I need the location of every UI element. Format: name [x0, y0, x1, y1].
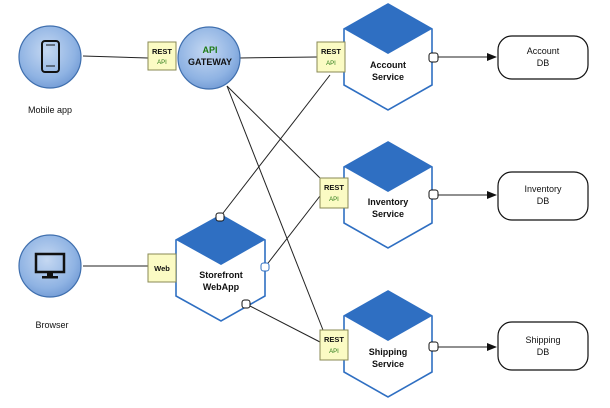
- shipping-service-label-line1: Shipping: [369, 347, 408, 357]
- smartphone-icon: [41, 40, 60, 73]
- storefront-port-bottom: [241, 299, 251, 309]
- connectors: [82, 53, 497, 351]
- shipping-service-label-line2: Service: [372, 359, 404, 369]
- account-db: Account DB: [497, 35, 589, 80]
- storefront-to-inventory-line: [264, 195, 321, 268]
- gateway-to-shipping-line: [226, 85, 324, 331]
- shipping-rest-adapter: [319, 329, 349, 361]
- shipping-service: Shipping Service REST API: [319, 290, 439, 398]
- account-rest-adapter: [316, 41, 346, 73]
- storefront-webapp: Storefront WebApp Web: [147, 212, 270, 322]
- shipping-rest-label: REST: [324, 335, 344, 344]
- gateway-api-label: API: [157, 60, 167, 66]
- account-service: Account Service REST API: [316, 3, 439, 111]
- account-service-label-line1: Account: [370, 60, 406, 70]
- account-api-label: API: [326, 61, 336, 67]
- api-gateway: API GATEWAY: [177, 26, 241, 90]
- inventory-service-label-line2: Service: [372, 209, 404, 219]
- mobile-app-client: Mobile app: [18, 25, 82, 115]
- inventory-db: Inventory DB: [497, 171, 589, 221]
- mobile-app-label: Mobile app: [28, 105, 72, 115]
- browser-label: Browser: [35, 320, 68, 330]
- account-service-label-line2: Service: [372, 72, 404, 82]
- gateway-rest-label: REST: [152, 47, 172, 56]
- storefront-port-right: [260, 262, 270, 272]
- gateway-rest-adapter: REST API: [147, 41, 177, 71]
- inventory-api-label: API: [329, 197, 339, 203]
- inventory-service-label-line1: Inventory: [368, 197, 409, 207]
- shipping-db-label-line1: Shipping: [525, 335, 560, 345]
- gateway-to-account-line: [238, 56, 318, 59]
- monitor-icon: [34, 252, 66, 279]
- storefront-web-label: Web: [154, 264, 170, 273]
- gateway-to-inventory-line: [226, 85, 323, 181]
- inventory-db-label-line2: DB: [537, 196, 550, 206]
- shipping-db-label-line2: DB: [537, 347, 550, 357]
- account-rest-label: REST: [321, 47, 341, 56]
- storefront-web-adapter: [147, 253, 177, 283]
- inventory-db-label-line1: Inventory: [524, 184, 562, 194]
- browser-client: Browser: [18, 234, 82, 330]
- mobile-to-gateway-line: [82, 55, 149, 59]
- gateway-label-line1: API: [202, 45, 217, 55]
- inventory-rest-adapter: [319, 177, 349, 209]
- account-db-label-line2: DB: [537, 58, 550, 68]
- storefront-label-line1: Storefront: [199, 270, 243, 280]
- gateway-label-line2: GATEWAY: [188, 57, 232, 67]
- storefront-to-account-line: [219, 74, 331, 218]
- storefront-to-shipping-line: [245, 303, 321, 343]
- storefront-port-top: [215, 212, 225, 222]
- inventory-service-port: [428, 189, 439, 200]
- storefront-label-line2: WebApp: [203, 282, 240, 292]
- inventory-rest-label: REST: [324, 183, 344, 192]
- account-service-port: [428, 52, 439, 63]
- shipping-api-label: API: [329, 349, 339, 355]
- shipping-service-port: [428, 341, 439, 352]
- inventory-service: Inventory Service REST API: [319, 141, 439, 249]
- account-db-label-line1: Account: [527, 46, 560, 56]
- shipping-db: Shipping DB: [497, 321, 589, 371]
